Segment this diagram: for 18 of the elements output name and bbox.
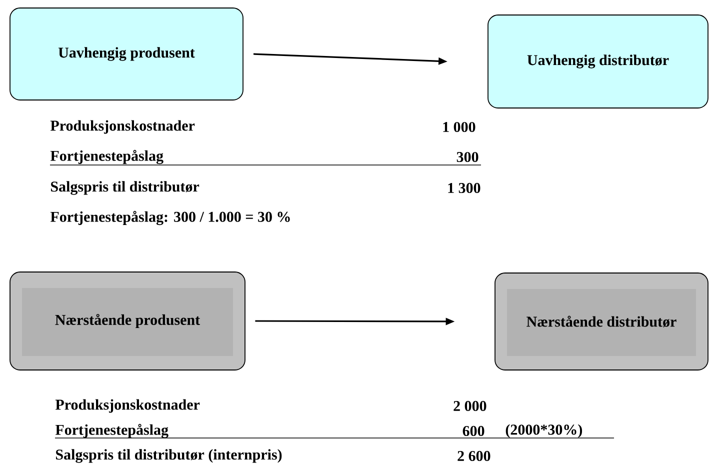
process-box: Uavhengig distributør <box>488 14 708 108</box>
process-box: Uavhengig produsent <box>10 8 244 100</box>
table-text: 2 600 <box>458 450 490 462</box>
table-text: Salgspris til distributør <box>51 181 200 195</box>
table-text: Fortjenestepåslag: 300 / 1.000 = 30 % <box>50 210 290 226</box>
table-text: 2 000 <box>454 400 486 412</box>
table-text: 300 <box>456 152 478 162</box>
table-text: Fortjenestepåslag <box>50 150 164 164</box>
table-text: 1 000 <box>443 122 476 132</box>
process-box: Nærstående produsent <box>10 272 246 370</box>
table-text: Fortjenestepåslag <box>55 424 168 438</box>
table-text: 600 <box>462 426 484 436</box>
process-box: Nærstående distributør <box>494 272 708 370</box>
table-text: Salgspris til distributør (internpris) <box>56 449 282 463</box>
table-text: (2000*30%) <box>506 424 582 438</box>
table-text: 1 300 <box>448 182 480 194</box>
table-text: Produksjonskostnader <box>50 120 195 134</box>
table-text: Produksjonskostnader <box>55 399 200 413</box>
